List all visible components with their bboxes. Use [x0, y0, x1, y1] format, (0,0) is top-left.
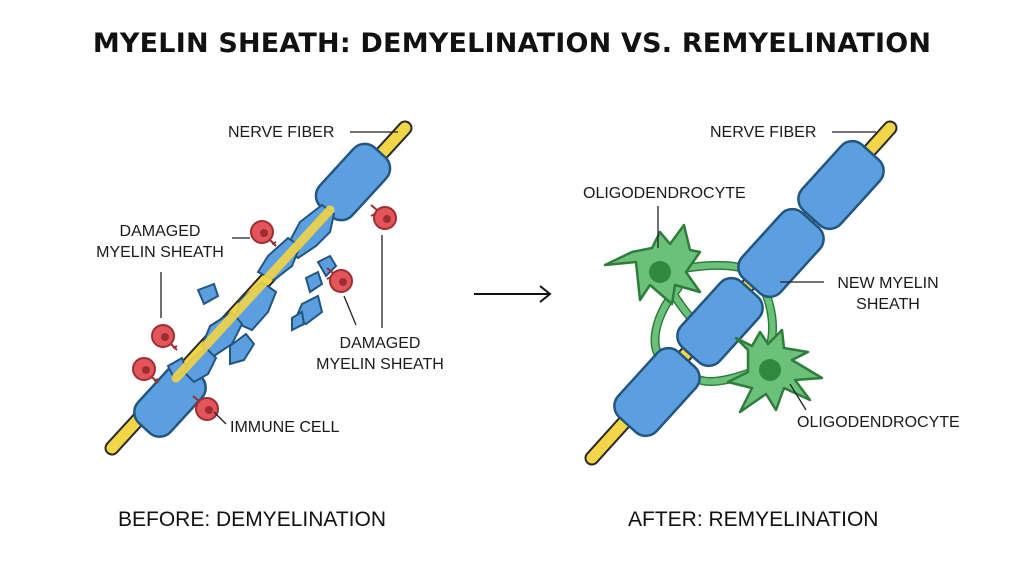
immune-cell	[370, 204, 397, 230]
oligodendrocyte-top-label: OLIGODENDROCYTE	[583, 185, 746, 202]
before-caption: BEFORE: DEMYELINATION	[118, 508, 386, 531]
before-panel	[104, 120, 413, 456]
damaged-label-line-1: DAMAGED	[339, 335, 421, 352]
new-myelin-segment	[613, 346, 701, 438]
damaged-label-line-2: MYELIN SHEATH	[316, 356, 444, 373]
diagram-title: MYELIN SHEATH: DEMYELINATION VS. REMYELI…	[92, 28, 932, 59]
new-myelin-label: NEW MYELIN SHEATH	[818, 273, 958, 315]
damaged-label-line-1: DAMAGED	[119, 223, 201, 240]
new-myelin-segment	[797, 139, 885, 231]
immune-cell	[250, 220, 277, 247]
before-nerve-fiber-label: NERVE FIBER	[228, 124, 335, 141]
immune-cell	[192, 395, 219, 421]
damaged-label-line-2: MYELIN SHEATH	[96, 244, 224, 261]
transition-arrow	[474, 285, 552, 303]
immune-cell	[151, 324, 178, 351]
oligodendrocyte-bottom-label: OLIGODENDROCYTE	[797, 414, 960, 431]
immune-cell	[132, 357, 159, 384]
after-panel	[584, 120, 898, 466]
oligodendrocyte-top	[603, 223, 702, 306]
new-myelin-line-2: SHEATH	[856, 296, 920, 313]
after-nerve-fiber-label: NERVE FIBER	[710, 124, 817, 141]
new-myelin-segment	[737, 207, 825, 299]
leader-line	[789, 383, 807, 411]
immune-cell	[326, 267, 353, 293]
leader-line	[343, 295, 357, 326]
leader-line	[213, 411, 227, 425]
damaged-myelin-label-left: DAMAGED MYELIN SHEATH	[90, 221, 230, 263]
after-caption: AFTER: REMYELINATION	[628, 508, 879, 531]
new-myelin-line-1: NEW MYELIN	[837, 275, 939, 292]
damaged-myelin-label-right: DAMAGED MYELIN SHEATH	[305, 333, 455, 375]
immune-cell-label: IMMUNE CELL	[230, 419, 340, 436]
oligodendrocyte-bottom	[726, 328, 824, 414]
